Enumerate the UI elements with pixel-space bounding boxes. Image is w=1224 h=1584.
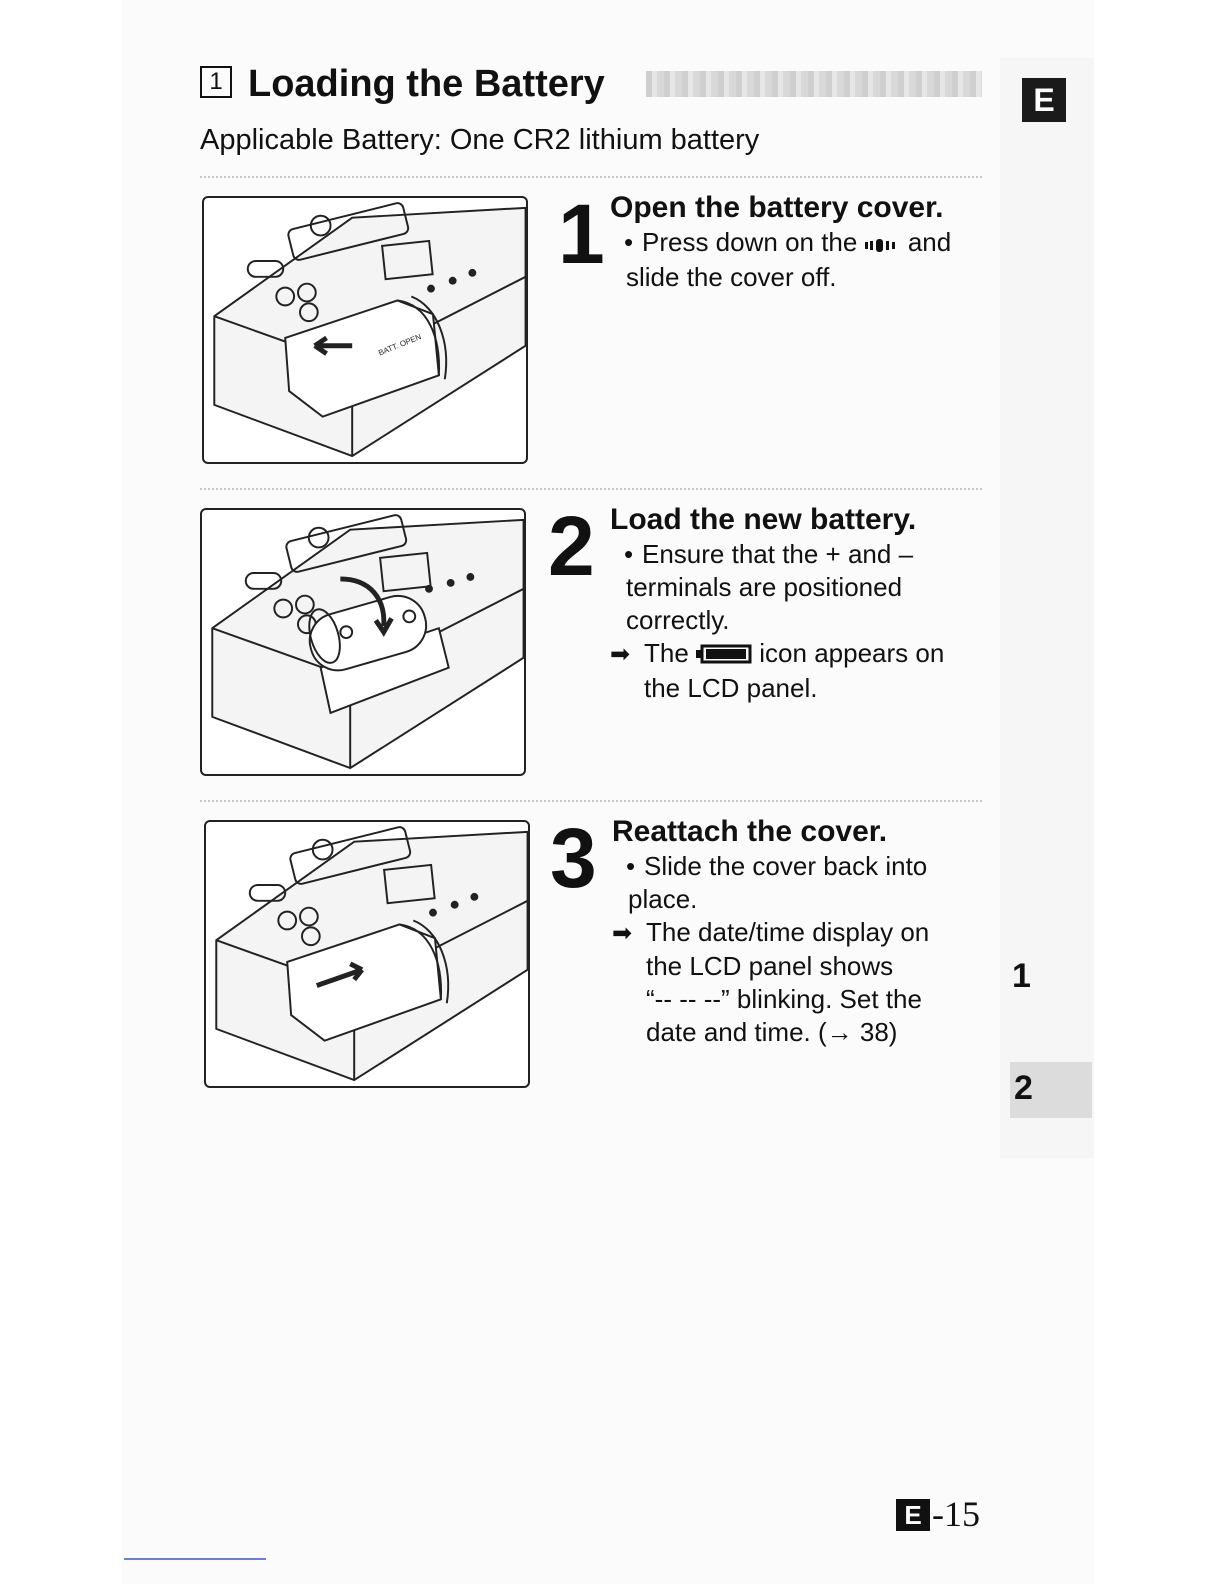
divider xyxy=(200,488,982,490)
step-result: ➡The date/time display on xyxy=(612,916,992,950)
step-bullet-continued: place. xyxy=(628,884,698,914)
battery-level-icon xyxy=(696,639,752,672)
step-heading: Open the battery cover. xyxy=(610,191,944,224)
result-arrow-icon: ➡ xyxy=(612,920,633,947)
step-2-text: Load the new battery. •Ensure that the +… xyxy=(610,502,990,705)
chapter-index-1[interactable]: 1 xyxy=(1012,957,1031,995)
applicable-battery-note: Applicable Battery: One CR2 lithium batt… xyxy=(200,124,760,156)
step-1-text: Open the battery cover. •Press down on t… xyxy=(610,190,990,294)
result-arrow-icon: ➡ xyxy=(610,641,631,668)
step-bullet-continued: terminals are positioned xyxy=(626,572,903,602)
step-bullet-continued: slide the cover off. xyxy=(626,261,837,292)
bullet-mark: • xyxy=(624,227,634,257)
step-result-continued: “-- -- --” blinking. Set the xyxy=(646,984,922,1014)
camera-load-battery-drawing xyxy=(211,514,524,770)
step-result-continued: date and time. (→ 38) xyxy=(646,1017,898,1047)
chapter-index-2-current[interactable]: 2 xyxy=(1010,1062,1092,1118)
step-bullet: •Slide the cover back into xyxy=(626,851,928,881)
step-1-illustration: BATT. OPEN xyxy=(202,196,528,464)
title-decorative-bar xyxy=(646,71,982,97)
bullet-mark: • xyxy=(626,851,636,881)
camera-reattach-cover-drawing xyxy=(215,826,528,1082)
step-bullet-continued: correctly. xyxy=(626,605,730,635)
step-bullet: •Press down on the and xyxy=(610,226,990,261)
page-number: E-15 xyxy=(896,1494,980,1534)
divider xyxy=(200,800,982,802)
page-title: Loading the Battery xyxy=(248,63,605,105)
step-bullet: •Ensure that the + and – xyxy=(624,539,914,569)
step-number: 1 xyxy=(558,187,605,281)
step-3-text: Reattach the cover. •Slide the cover bac… xyxy=(612,814,992,1049)
step-result: ➡The icon appears on xyxy=(610,637,990,672)
divider xyxy=(200,176,982,178)
step-number: 2 xyxy=(548,499,595,593)
language-marker: E xyxy=(896,1499,930,1531)
chapter-index-strip xyxy=(1000,58,1094,1158)
step-number: 3 xyxy=(550,811,597,905)
step-2-illustration xyxy=(200,508,526,776)
step-heading: Load the new battery. xyxy=(610,503,917,536)
step-result-continued: the LCD panel shows xyxy=(646,951,894,981)
step-result-continued: the LCD panel. xyxy=(644,672,818,703)
batt-open-lever-icon xyxy=(864,228,901,261)
section-marker-box: 1 xyxy=(200,66,232,98)
language-tab: E xyxy=(1022,78,1066,122)
bullet-mark: • xyxy=(624,539,634,569)
footer-rule xyxy=(124,1558,266,1560)
step-heading: Reattach the cover. xyxy=(612,815,888,848)
step-3-illustration xyxy=(204,820,530,1088)
camera-open-cover-drawing: BATT. OPEN xyxy=(213,202,526,458)
